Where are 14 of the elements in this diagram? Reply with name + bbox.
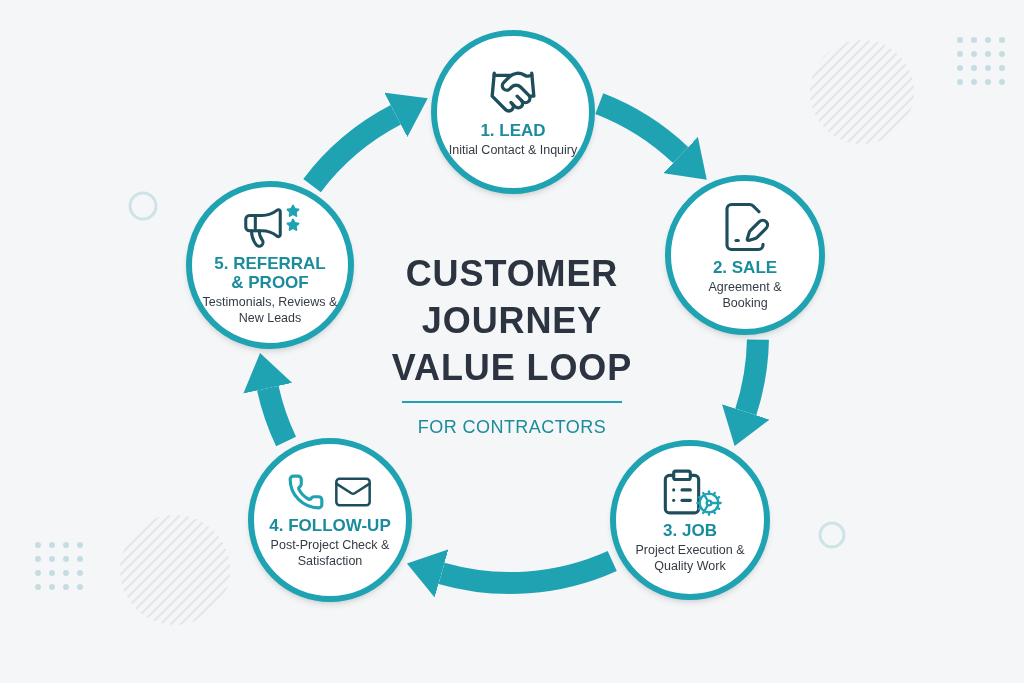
stage-title: 2. SALE (711, 257, 779, 277)
stage-description: Initial Contact & Inquiry (448, 141, 578, 158)
stage-description: Testimonials, Reviews & New Leads (201, 294, 339, 326)
stage-title: 5. REFERRAL & PROOF (213, 254, 327, 292)
curved-arrow (303, 93, 427, 193)
curved-arrow (243, 353, 297, 446)
stage-description: Project Execution & Quality Work (634, 541, 746, 574)
stage-title: 4. FOLLOW-UP (268, 515, 392, 535)
stage-title: 1. LEAD (479, 120, 547, 140)
stage-description: Agreement & Booking (707, 278, 783, 311)
diagram-title: CUSTOMER JOURNEY VALUE LOOP (390, 252, 634, 390)
stage-title: 3. JOB (662, 520, 718, 540)
subtitle: FOR CONTRACTORS (416, 416, 608, 439)
stage-description: Post-Project Check & Satisfaction (269, 536, 391, 569)
